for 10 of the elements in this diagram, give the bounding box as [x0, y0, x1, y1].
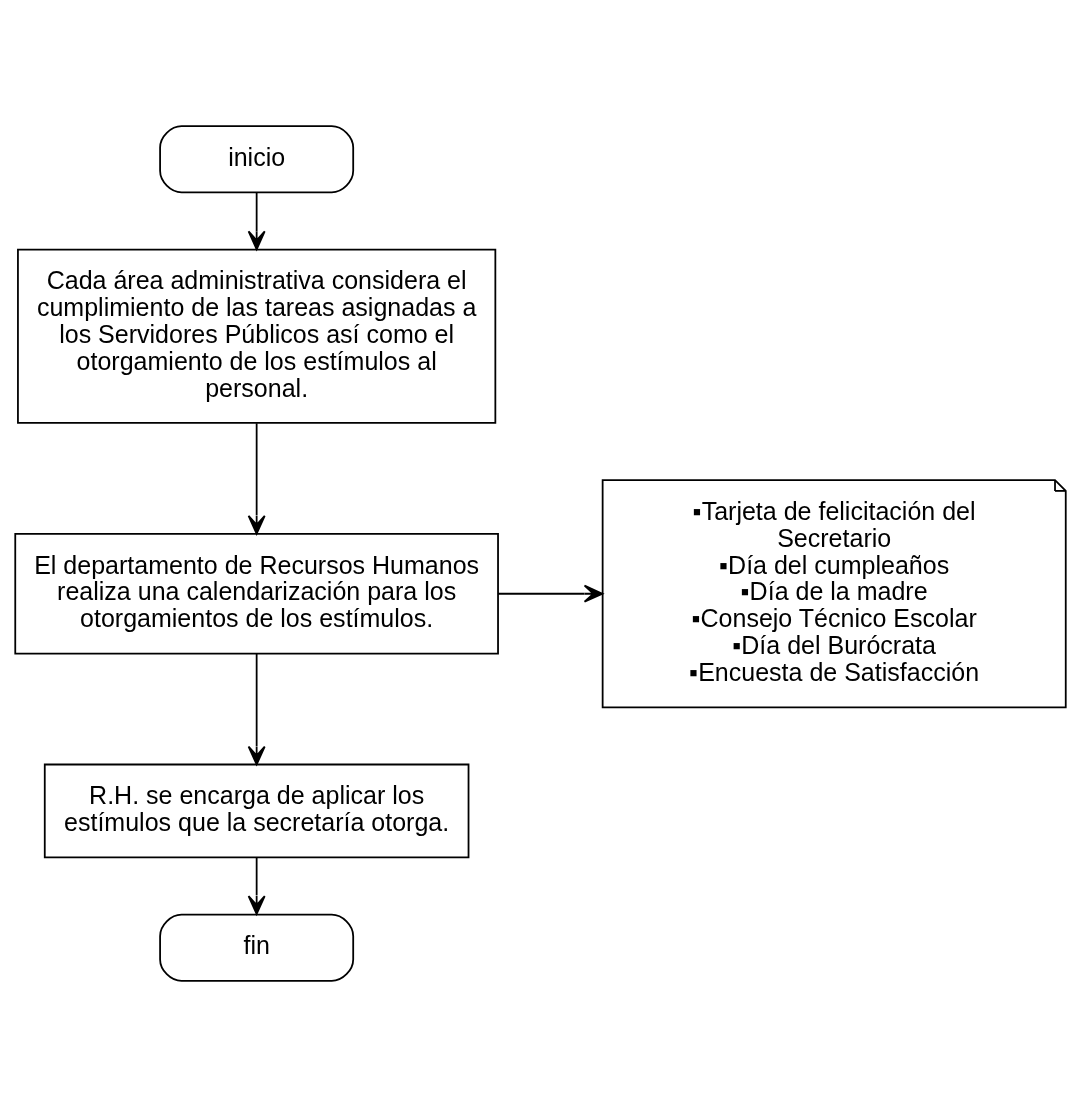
- node-box: R.H. se encarga de aplicar los estímulos que la secretaría otorga.: [43, 763, 470, 859]
- arrow: [497, 584, 604, 603]
- node-box: El departamento de Recursos Humanos realiza una calendarización para los otorgamientos de los estímulos.: [14, 532, 499, 655]
- node-box: fin: [159, 913, 355, 982]
- node-box: Cada área administrativa considera el cumplimiento de las tareas asignadas a los Servidores Públicos así como el otorgamiento de los estímulos al personal.: [17, 248, 497, 424]
- arrow: [247, 856, 266, 915]
- arrow: [247, 422, 266, 535]
- arrow: [247, 191, 266, 251]
- node-box: inicio: [159, 125, 355, 194]
- arrow: [247, 653, 266, 766]
